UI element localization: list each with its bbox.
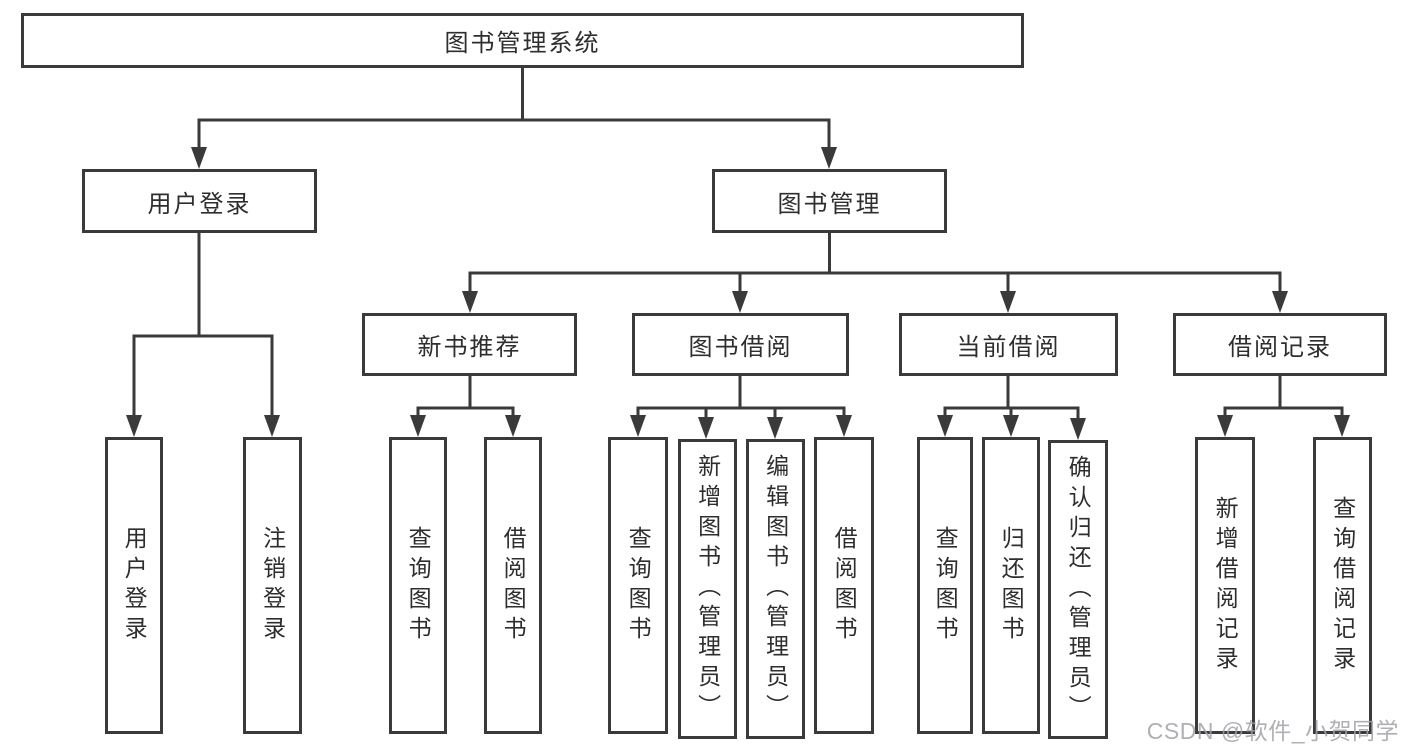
leaf-borrow-books-2: 借阅图书	[814, 437, 874, 734]
connector-book-mgmt-split	[462, 233, 1288, 313]
arrowhead	[767, 417, 783, 439]
arrowhead	[410, 415, 426, 437]
arrowhead	[191, 147, 207, 169]
arrowhead	[1003, 415, 1019, 437]
leaf-query-books-1: 查询图书	[389, 437, 447, 734]
leaf-edit-books-admin: 编辑图书（管理员）	[746, 439, 805, 739]
leaf-label: 确认归还（管理员）	[1065, 454, 1092, 725]
arrowhead	[1217, 415, 1233, 437]
arrowhead	[1070, 418, 1086, 440]
leaf-confirm-return-admin: 确认归还（管理员）	[1048, 440, 1108, 739]
leaf-label: 注销登录	[259, 525, 286, 646]
connector-crossbar	[468, 271, 1282, 299]
arrowhead	[698, 417, 714, 439]
leaf-label: 借阅图书	[831, 525, 858, 646]
leaf-label: 查询借阅记录	[1329, 495, 1356, 676]
leaf-query-borrow-record: 查询借阅记录	[1313, 437, 1372, 734]
leaf-label: 查询图书	[932, 525, 959, 646]
arrowhead	[126, 415, 142, 437]
arrowhead	[937, 415, 953, 437]
node-user-login: 用户登录	[82, 169, 317, 233]
arrowhead	[821, 147, 837, 169]
connector-new-book-rec-split	[410, 376, 521, 437]
leaf-logout: 注销登录	[243, 437, 302, 734]
arrowhead	[732, 291, 748, 313]
leaf-label: 编辑图书（管理员）	[762, 454, 789, 724]
connector-user-login-split	[126, 233, 280, 437]
arrowhead	[1334, 415, 1350, 437]
arrowhead	[264, 415, 280, 437]
watermark: CSDN @软件_小贺同学	[1146, 718, 1399, 744]
node-new-book-recommend: 新书推荐	[362, 313, 577, 376]
leaf-add-books-admin: 新增图书（管理员）	[678, 439, 737, 739]
connector-crossbar	[197, 118, 831, 155]
connector-crossbar	[1223, 406, 1344, 423]
connector-current-borrow-split	[937, 376, 1086, 440]
arrowhead	[1272, 291, 1288, 313]
connector-crossbar	[416, 406, 515, 423]
leaf-user-login: 用户登录	[105, 437, 163, 734]
leaf-label: 查询图书	[405, 525, 432, 646]
leaf-label: 新增图书（管理员）	[694, 454, 721, 724]
connector-book-borrow-split	[630, 376, 852, 439]
node-library-system-root: 图书管理系统	[21, 13, 1024, 68]
leaf-borrow-books-1: 借阅图书	[484, 437, 542, 734]
connector-crossbar	[636, 406, 846, 423]
leaf-return-books: 归还图书	[982, 437, 1040, 734]
leaf-label: 用户登录	[121, 525, 148, 646]
leaf-add-borrow-record: 新增借阅记录	[1195, 437, 1255, 734]
leaf-label: 归还图书	[998, 525, 1025, 646]
arrowhead	[630, 415, 646, 437]
arrowhead	[836, 415, 852, 437]
node-book-management: 图书管理	[712, 169, 947, 233]
leaf-query-books-3: 查询图书	[917, 437, 973, 734]
node-current-borrowing: 当前借阅	[899, 313, 1118, 376]
leaf-label: 查询图书	[625, 525, 652, 646]
leaf-label: 借阅图书	[500, 525, 527, 646]
connector-root-split	[191, 68, 837, 169]
node-borrowing-records: 借阅记录	[1173, 313, 1387, 376]
leaf-label: 新增借阅记录	[1212, 495, 1239, 676]
leaf-query-books-2: 查询图书	[608, 437, 668, 734]
connector-borrow-records-split	[1217, 376, 1350, 437]
arrowhead	[505, 415, 521, 437]
arrowhead	[462, 291, 478, 313]
arrowhead	[1000, 291, 1016, 313]
node-book-borrowing: 图书借阅	[632, 313, 849, 376]
connector-crossbar	[132, 334, 274, 423]
